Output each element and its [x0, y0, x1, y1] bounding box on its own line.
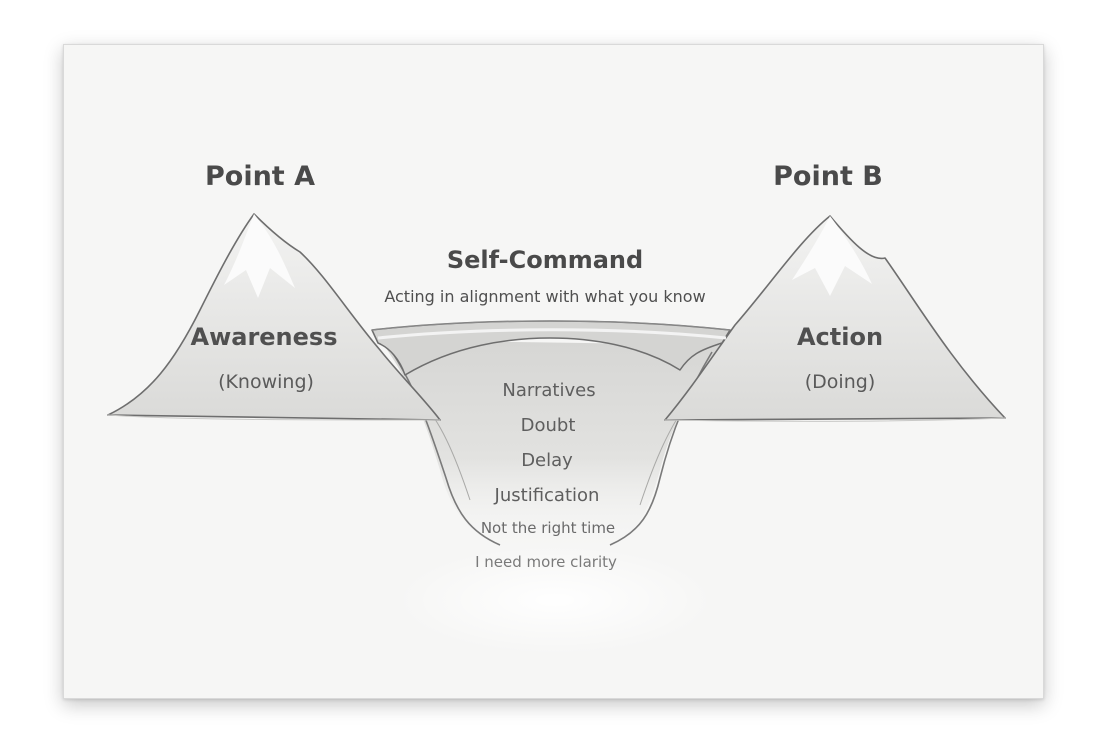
gap-item: Doubt [520, 415, 576, 436]
mountain-right [664, 215, 1006, 422]
point-b-label: Action [796, 323, 884, 351]
gap-item: Narratives [502, 380, 596, 401]
point-b-title: Point B [773, 161, 883, 192]
bridge-subtitle: Acting in alignment with what you know [384, 287, 706, 306]
point-a-sub: (Knowing) [218, 371, 314, 393]
gap-item: Justification [494, 485, 600, 506]
gap-item: Delay [521, 450, 573, 471]
bridge-title: Self-Command [446, 246, 644, 274]
bridge [371, 320, 731, 376]
gap-item: I need more clarity [475, 553, 617, 571]
mountain-left [107, 213, 441, 421]
chasm [380, 340, 720, 655]
gap-item: Not the right time [480, 519, 616, 537]
point-a-title: Point A [204, 161, 316, 192]
point-b-sub: (Doing) [804, 371, 876, 393]
point-a-label: Awareness [190, 323, 338, 351]
